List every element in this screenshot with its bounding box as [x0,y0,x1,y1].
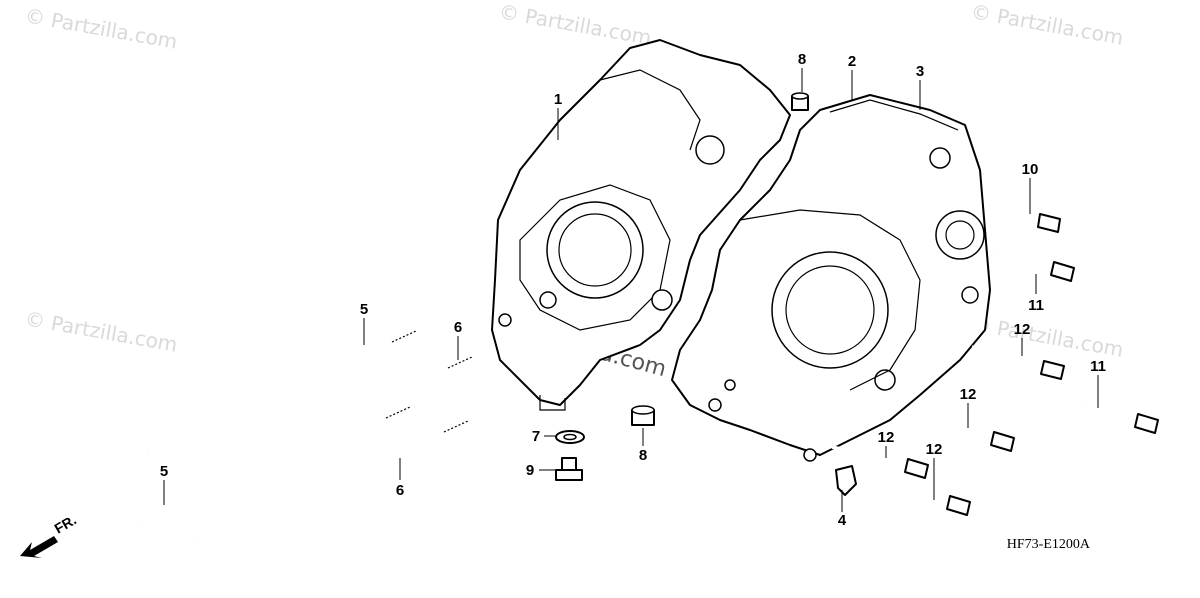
sealing-washer [555,430,585,444]
watermark: © Partzilla.com [23,306,179,356]
flange-bolt [875,480,971,516]
front-label: FR. [52,511,80,536]
callout-11: 11 [1028,297,1044,314]
callout-12: 12 [878,429,895,446]
front-direction-arrow: FR. [20,511,79,558]
callout-7: 7 [532,428,540,445]
drain-bolt [555,457,583,481]
flange-bolt [1083,400,1159,434]
stud-bolt [141,406,411,526]
callout-10: 10 [1022,161,1039,178]
flange-bolt [997,206,1061,233]
callout-12: 12 [960,386,977,403]
flange-bolt [997,248,1075,282]
callout-9: 9 [526,462,534,479]
callout-12: 12 [1014,321,1031,338]
callout-11: 11 [1090,358,1106,375]
watermark: © Partzilla.com [969,0,1125,50]
dowel-pin [791,92,809,111]
right-crankcase [671,94,991,462]
watermark: © Partzilla.com [23,3,179,53]
watermark: © Partzilla.com [969,311,1125,361]
callout-8: 8 [639,447,647,464]
callout-labels: 1 2 3 8 10 11 12 11 12 12 12 4 5 6 5 6 7… [160,51,1106,529]
stud-bolt [199,356,473,480]
cable-clamp [835,465,857,496]
leader-lines [163,68,1099,512]
diagram-code: HF73-E1200A [1007,537,1091,552]
callout-6: 6 [396,482,404,499]
callout-3: 3 [916,63,924,80]
callout-4: 4 [838,512,847,529]
dowel-pin [631,405,655,426]
callout-6: 6 [454,319,462,336]
left-crankcase [491,39,791,411]
watermark: © Partzilla.com [497,0,653,50]
stud-bolt [147,330,417,452]
stud-bolt [197,420,469,542]
callout-5: 5 [160,463,168,480]
callout-1: 1 [554,91,562,108]
callout-8: 8 [798,51,806,68]
callout-2: 2 [848,53,856,70]
callout-12: 12 [926,441,943,458]
flange-bolt [917,416,1015,452]
callout-5: 5 [360,301,368,318]
flange-bolt [971,345,1065,380]
flange-bolt [831,445,929,479]
